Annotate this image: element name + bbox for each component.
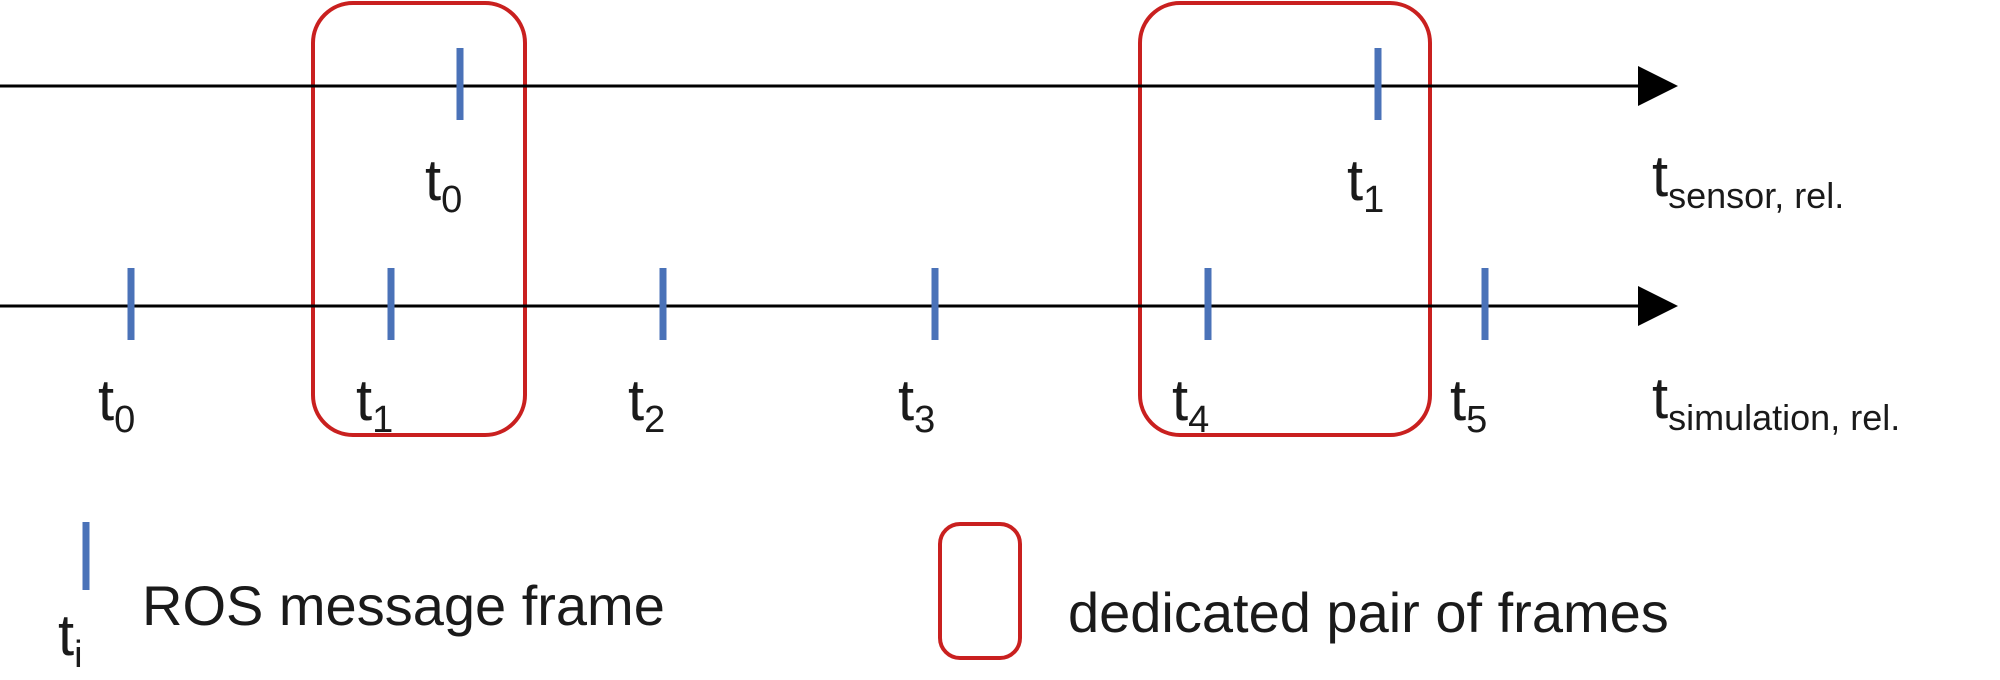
legend-pair-label: dedicated pair of frames bbox=[1068, 581, 1669, 644]
simulation-frame-label-2: t2 bbox=[628, 368, 665, 441]
simulation-frame-label-1: t1 bbox=[356, 368, 393, 441]
pair-box-2 bbox=[1138, 1, 1432, 437]
simulation-frame-label-4: t4 bbox=[1172, 368, 1209, 441]
sensor-timeline-arrowhead bbox=[1638, 66, 1678, 106]
sensor-axis-label: tsensor, rel. bbox=[1652, 144, 1844, 216]
simulation-frame-label-0: t0 bbox=[98, 368, 135, 441]
sensor-frame-label-0: t0 bbox=[425, 148, 462, 221]
simulation-axis-label: tsimulation, rel. bbox=[1652, 366, 1900, 438]
simulation-timeline-arrowhead bbox=[1638, 286, 1678, 326]
simulation-frame-label-5: t5 bbox=[1450, 368, 1487, 441]
sensor-frame-label-1: t1 bbox=[1347, 148, 1384, 221]
legend-frame-symbol: ti bbox=[58, 603, 83, 676]
legend-pair-box-icon bbox=[938, 522, 1022, 660]
legend-frame-label: ROS message frame bbox=[142, 574, 665, 637]
pair-box-1 bbox=[311, 1, 527, 437]
simulation-frame-label-3: t3 bbox=[898, 368, 935, 441]
